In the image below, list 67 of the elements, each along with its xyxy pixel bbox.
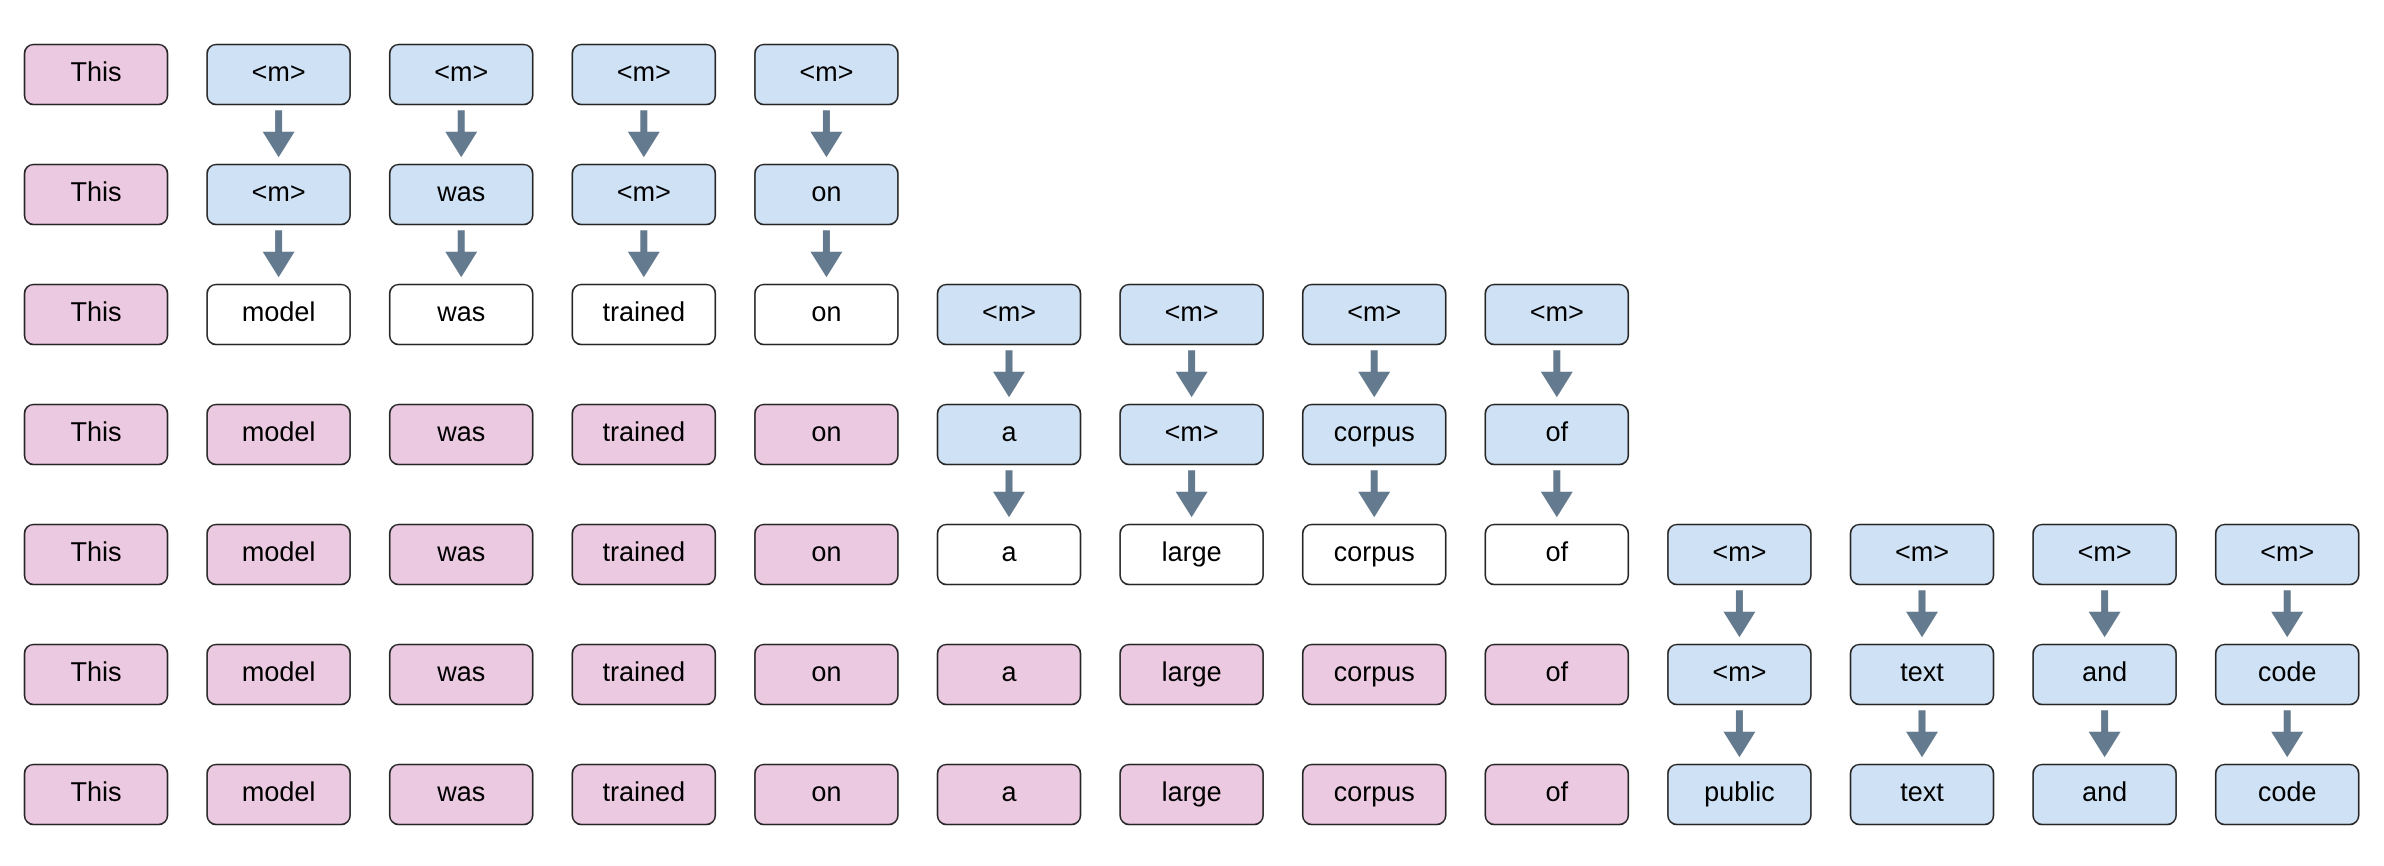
masked-token-box: and [2032,643,2177,706]
context-token-box: a [936,643,1082,706]
masked-token-box: <m> [754,43,899,106]
context-token-box: model [206,403,351,466]
context-token-box: This [23,43,169,106]
context-token-box: was [388,403,534,466]
context-token-box: on [754,763,899,826]
masked-token-box: <m> [1667,643,1812,706]
context-token-box: This [23,283,169,346]
context-token-box: corpus [1301,643,1447,706]
masked-token-box: <m> [571,43,717,106]
revealed-token-box: was [388,283,534,346]
masked-token-box: was [388,163,534,226]
context-token-box: corpus [1301,763,1447,826]
context-token-box: This [23,523,169,586]
masked-token-box: <m> [206,163,351,226]
context-token-box: This [23,403,169,466]
masked-token-box: corpus [1301,403,1447,466]
context-token-box: trained [571,763,717,826]
masked-token-box: <m> [2032,523,2177,586]
context-token-box: was [388,523,534,586]
masked-token-box: <m> [388,43,534,106]
masked-token-box: code [2214,763,2360,826]
masked-token-box: <m> [1119,403,1264,466]
context-token-box: a [936,763,1082,826]
masked-token-box: a [936,403,1082,466]
masked-token-box: <m> [571,163,717,226]
context-token-box: on [754,403,899,466]
context-token-box: model [206,643,351,706]
masked-token-box: text [1849,643,1995,706]
context-token-box: was [388,643,534,706]
context-token-box: This [23,643,169,706]
context-token-box: large [1119,763,1264,826]
context-token-box: model [206,763,351,826]
masked-token-box: <m> [1849,523,1995,586]
masked-token-box: <m> [936,283,1082,346]
revealed-token-box: on [754,283,899,346]
masked-token-box: <m> [206,43,351,106]
context-token-box: on [754,643,899,706]
masked-token-box: <m> [2214,523,2360,586]
masked-token-box: and [2032,763,2177,826]
revealed-token-box: of [1484,523,1630,586]
context-token-box: trained [571,523,717,586]
context-token-box: This [23,763,169,826]
context-token-box: trained [571,643,717,706]
masked-token-box: code [2214,643,2360,706]
revealed-token-box: model [206,283,351,346]
masked-token-box: text [1849,763,1995,826]
revealed-token-box: trained [571,283,717,346]
context-token-box: of [1484,763,1630,826]
revealed-token-box: a [936,523,1082,586]
revealed-token-box: large [1119,523,1264,586]
context-token-box: large [1119,643,1264,706]
context-token-box: was [388,763,534,826]
context-token-box: on [754,523,899,586]
masked-token-box: <m> [1119,283,1264,346]
revealed-token-box: corpus [1301,523,1447,586]
masked-token-box: on [754,163,899,226]
masked-token-box: of [1484,403,1630,466]
context-token-box: of [1484,643,1630,706]
masked-token-box: <m> [1667,523,1812,586]
masked-token-box: public [1667,763,1812,826]
masked-token-box: <m> [1484,283,1630,346]
context-token-box: trained [571,403,717,466]
masked-token-box: <m> [1301,283,1447,346]
context-token-box: This [23,163,169,226]
context-token-box: model [206,523,351,586]
